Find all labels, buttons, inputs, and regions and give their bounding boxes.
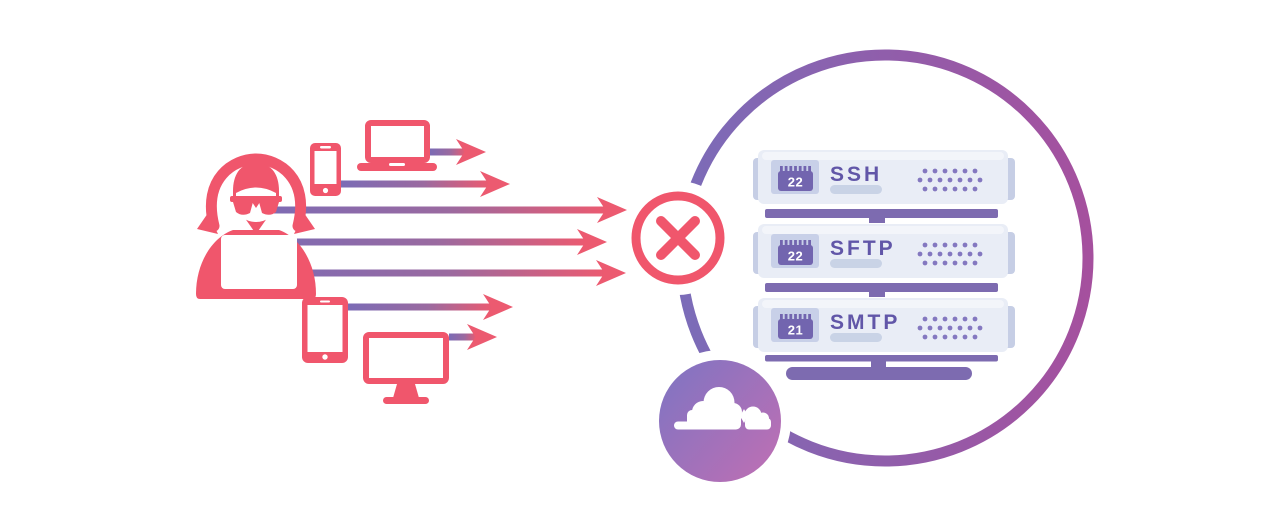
port-number: 22 [788,249,803,264]
server-subtitle-bar [830,185,882,194]
attack-arrow [430,139,486,165]
server-smtp: 21 SMTP [753,298,1015,352]
server-protocol-label: SMTP [830,311,900,334]
rack-bar [765,209,998,380]
cloudflare-cloud-icon [674,387,771,430]
attack-arrow [252,197,627,223]
port-number: 21 [788,323,803,338]
server-subtitle-bar [830,259,882,268]
attack-arrow [449,324,497,350]
attack-arrow [341,171,510,197]
attack-arrow [348,294,513,320]
server-protocol-label: SFTP [830,237,896,260]
server-subtitle-bar [830,333,882,342]
hacker-laptop [221,235,297,289]
server-ssh: 22 SSH [753,150,1015,204]
cloudflare-logo [649,350,791,492]
hacker-icon [196,153,316,299]
hood-ring [205,153,307,232]
smartphone-icon [310,143,341,196]
monitor-icon [363,332,449,404]
blocked-icon [621,181,735,295]
port-chip-icon: 22 [771,234,819,268]
laptop-icon [357,120,437,171]
sunglasses-icon [230,196,282,215]
server-rack: 22 SSH 22 SFTP [753,150,1015,380]
port-chip-icon: 22 [771,160,819,194]
port-chip-icon: 21 [771,308,819,342]
server-protocol-label: SSH [830,163,882,186]
port-number: 22 [788,175,803,190]
attack-arrow [252,229,607,255]
attack-arrows [252,139,627,350]
server-sftp: 22 SFTP [753,224,1015,278]
attack-arrow [252,260,626,286]
tablet-icon [302,297,348,363]
